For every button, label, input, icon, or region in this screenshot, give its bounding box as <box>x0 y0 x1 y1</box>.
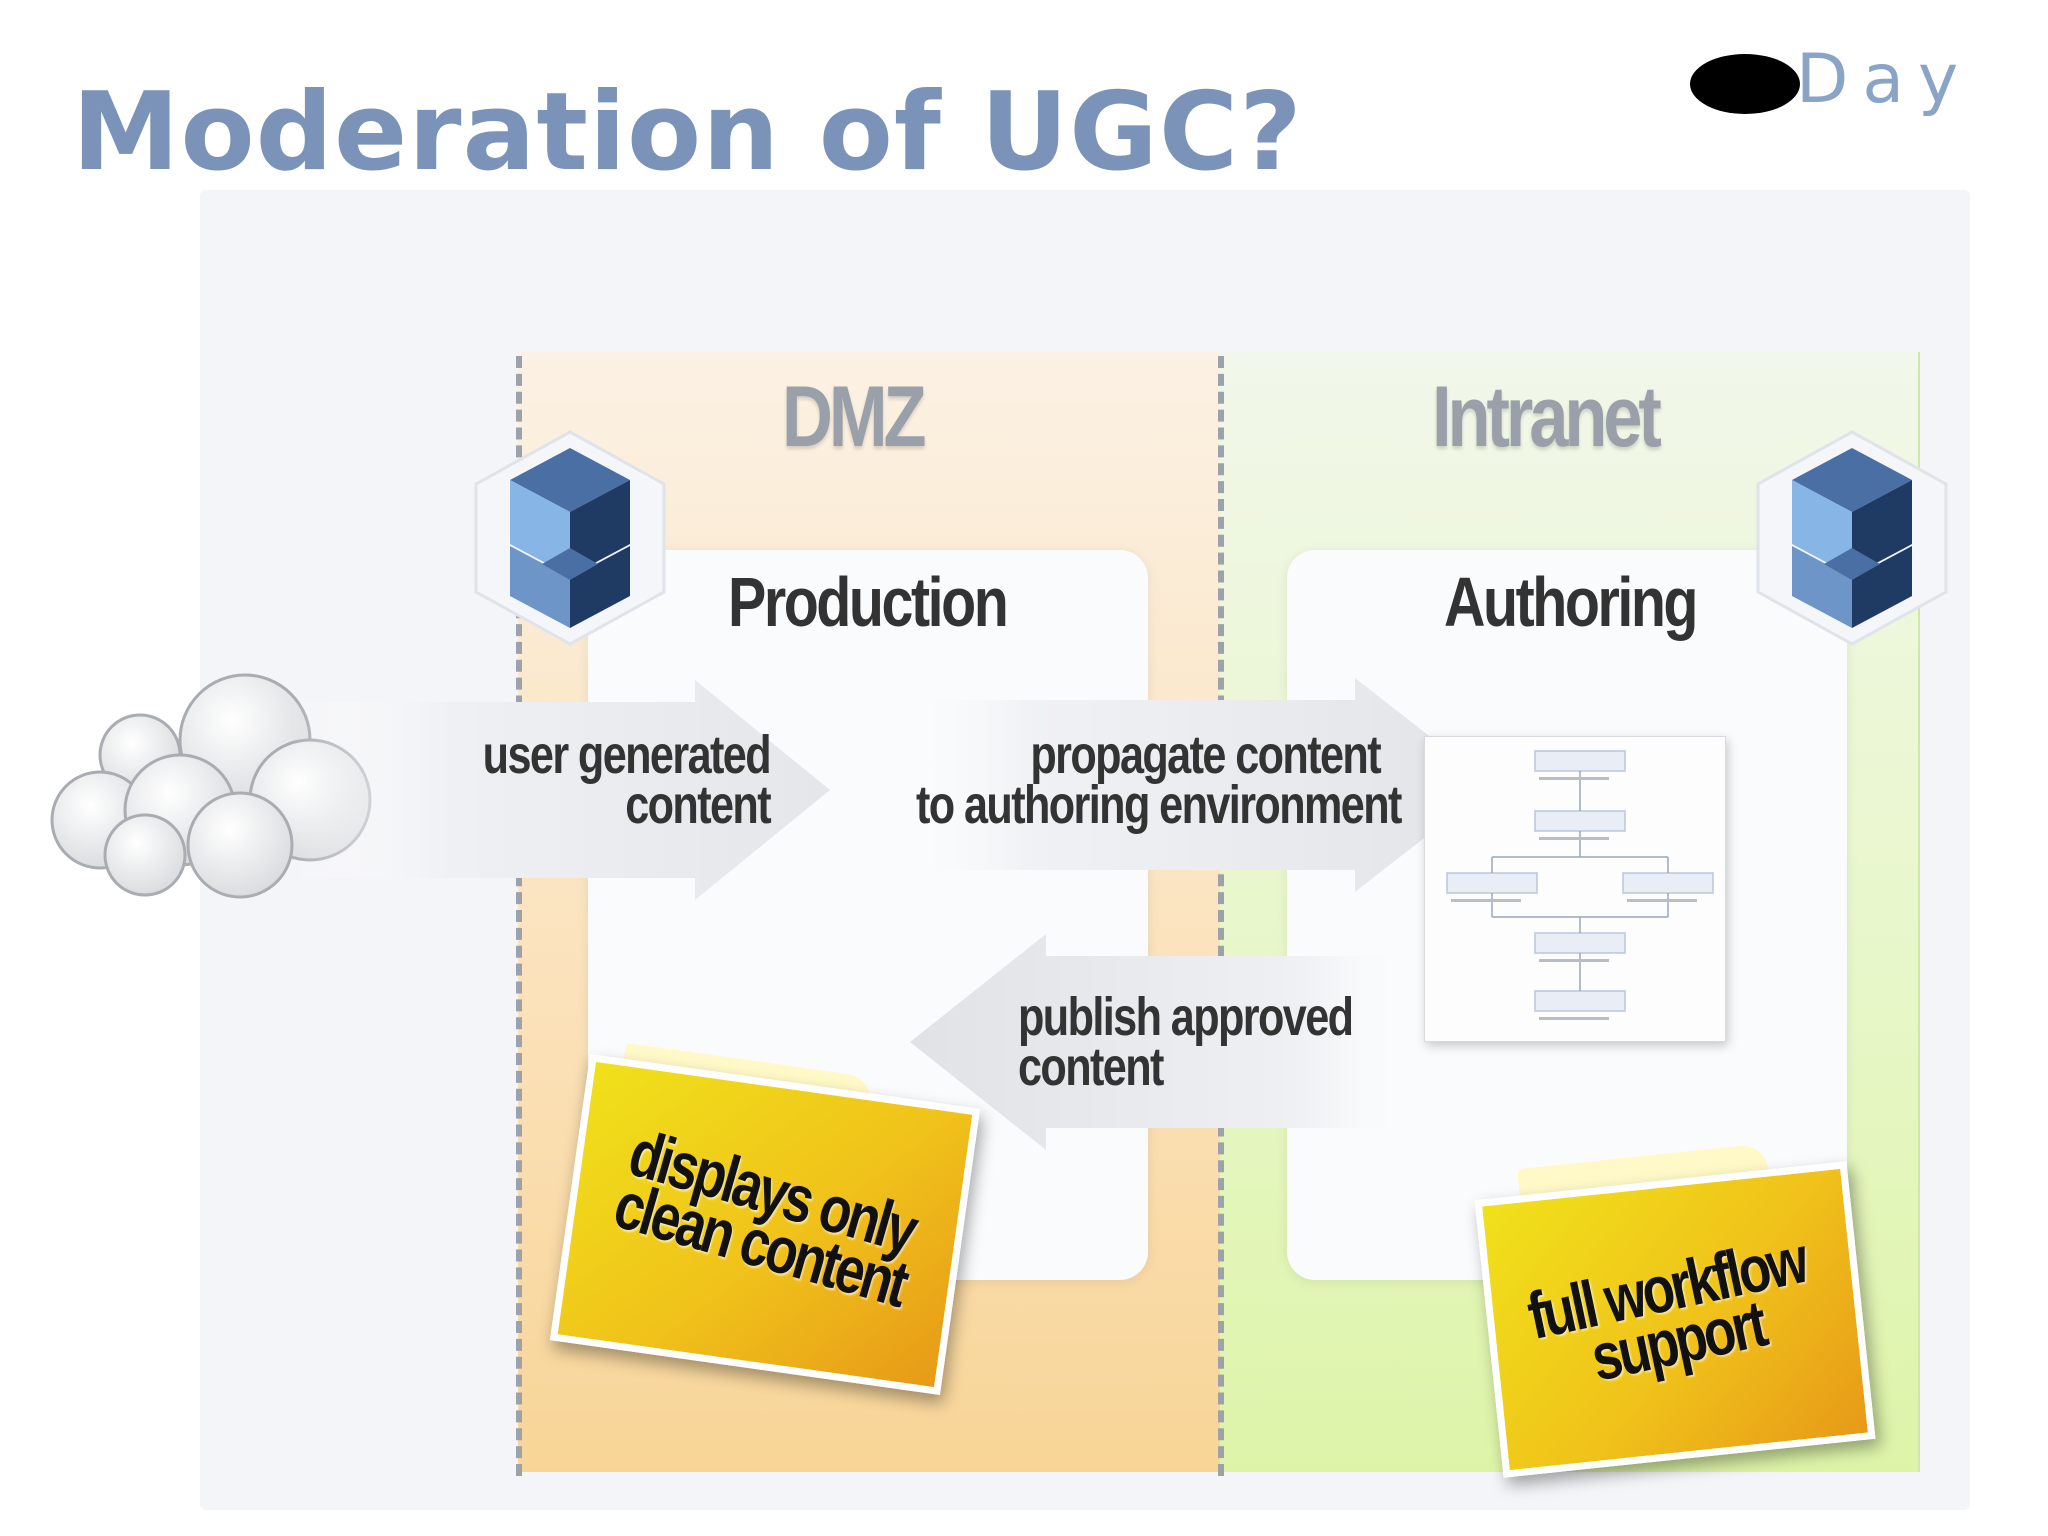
zone-divider-left <box>516 356 522 1476</box>
day-dot-icon <box>1690 54 1800 114</box>
publish-arrow <box>910 934 1430 1150</box>
propagate-arrow-label: propagate content to authoring environme… <box>916 725 1402 835</box>
cube-grid-icon <box>474 430 666 646</box>
propagate-label-line1: propagate content <box>1030 725 1381 785</box>
publish-label-line2: content <box>1018 1037 1164 1097</box>
cloud-icon <box>50 673 372 899</box>
propagate-arrow <box>880 678 1492 892</box>
production-title: Production <box>728 563 1009 641</box>
day-label: Day <box>1796 40 1973 119</box>
publish-label-line1: publish approved <box>1018 987 1354 1047</box>
intranet-label: Intranet <box>1432 369 1662 465</box>
ugc-label-line2: content <box>625 775 771 835</box>
authoring-title: Authoring <box>1444 563 1698 641</box>
ugc-label-line1: user generated <box>482 725 772 785</box>
workflow-diagram-icon <box>1424 736 1726 1042</box>
zone-divider-middle <box>1218 356 1224 1476</box>
slide-title: Moderation of UGC? <box>72 70 1303 195</box>
publish-arrow-label: publish approved content <box>1018 987 1354 1097</box>
propagate-label-line2: to authoring environment <box>916 775 1402 835</box>
dmz-label: DMZ <box>782 369 927 465</box>
ugc-arrow <box>290 680 830 900</box>
cube-grid-icon <box>1756 430 1948 646</box>
ugc-arrow-label: user generated content <box>458 725 772 835</box>
